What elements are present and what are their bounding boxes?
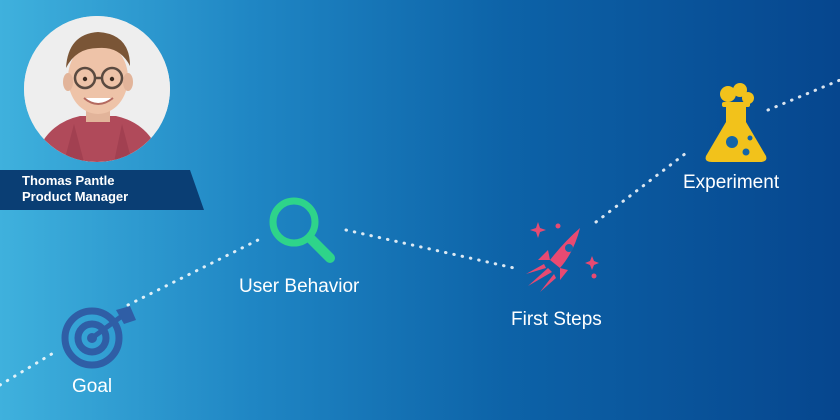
person-role: Product Manager xyxy=(22,189,129,204)
path-segment-steps-to-experiment xyxy=(594,148,692,224)
person-caption: Thomas Pantle Product Manager xyxy=(22,173,128,205)
path-segment-behavior-to-steps xyxy=(344,228,516,270)
name-banner xyxy=(0,170,204,210)
path-segment-end xyxy=(766,78,840,112)
magnifier-icon xyxy=(266,194,338,270)
avatar xyxy=(24,16,170,162)
step-label-user-behavior: User Behavior xyxy=(239,276,360,297)
path-segment-goal-to-behavior xyxy=(126,236,264,307)
step-label-first-steps: First Steps xyxy=(511,309,602,330)
person-name: Thomas Pantle xyxy=(22,173,115,188)
rocket-icon xyxy=(522,218,606,302)
step-label-goal: Goal xyxy=(72,376,113,397)
path-segment-start xyxy=(0,350,57,387)
step-label-experiment: Experiment xyxy=(683,172,780,193)
target-icon xyxy=(60,302,138,374)
flask-icon xyxy=(704,82,768,168)
